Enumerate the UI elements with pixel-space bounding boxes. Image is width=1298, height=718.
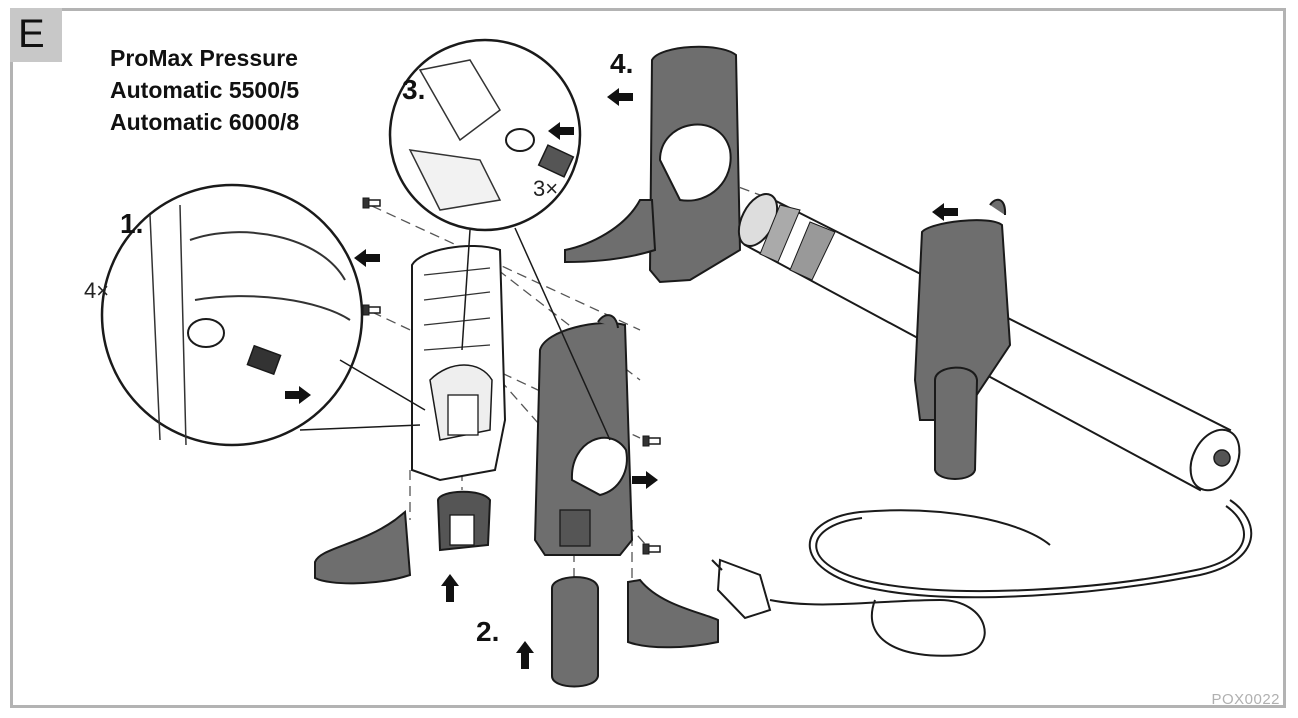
figure-frame [10,8,1286,708]
power-plug [711,558,772,620]
arrow-up-icon [441,574,459,602]
detail-magnifier-3 [388,38,611,441]
housing-half-dark [564,45,742,284]
trigger-part [436,490,492,552]
title-line-2: Automatic 5500/5 [110,77,300,103]
arrow-left-icon [932,203,958,221]
arrow-left-icon [354,249,380,267]
handle-half-dark [533,314,634,556]
bolt [362,197,381,209]
arrow-left-icon [607,88,633,106]
section-letter: E [18,12,45,56]
step-2-label: 2. [476,616,500,647]
foot-left [314,510,412,585]
section-badge: E [10,8,62,62]
step-1-label: 1. [120,208,144,239]
bolt [362,304,381,316]
detail-magnifier-1 [100,183,426,447]
title-line-3: Automatic 6000/8 [110,109,300,135]
step-4-label: 4. [610,48,634,79]
bolt [642,543,661,555]
power-cord [769,499,1253,657]
housing-half-dark-right [913,198,1012,480]
grip-insert [551,576,599,688]
bolt [642,435,661,447]
step-1-quantity: 4× [84,278,110,303]
step-3-quantity: 3× [533,176,559,201]
foot-right [627,578,719,649]
step-3-label: 3. [402,74,426,105]
handle-half-light [411,244,507,482]
arrow-up-icon [516,641,534,669]
title-line-1: ProMax Pressure [110,45,298,71]
model-title: ProMax Pressure Automatic 5500/5 Automat… [110,42,299,138]
figure-code: POX0022 [1211,691,1280,708]
arrow-right-icon [632,471,658,489]
